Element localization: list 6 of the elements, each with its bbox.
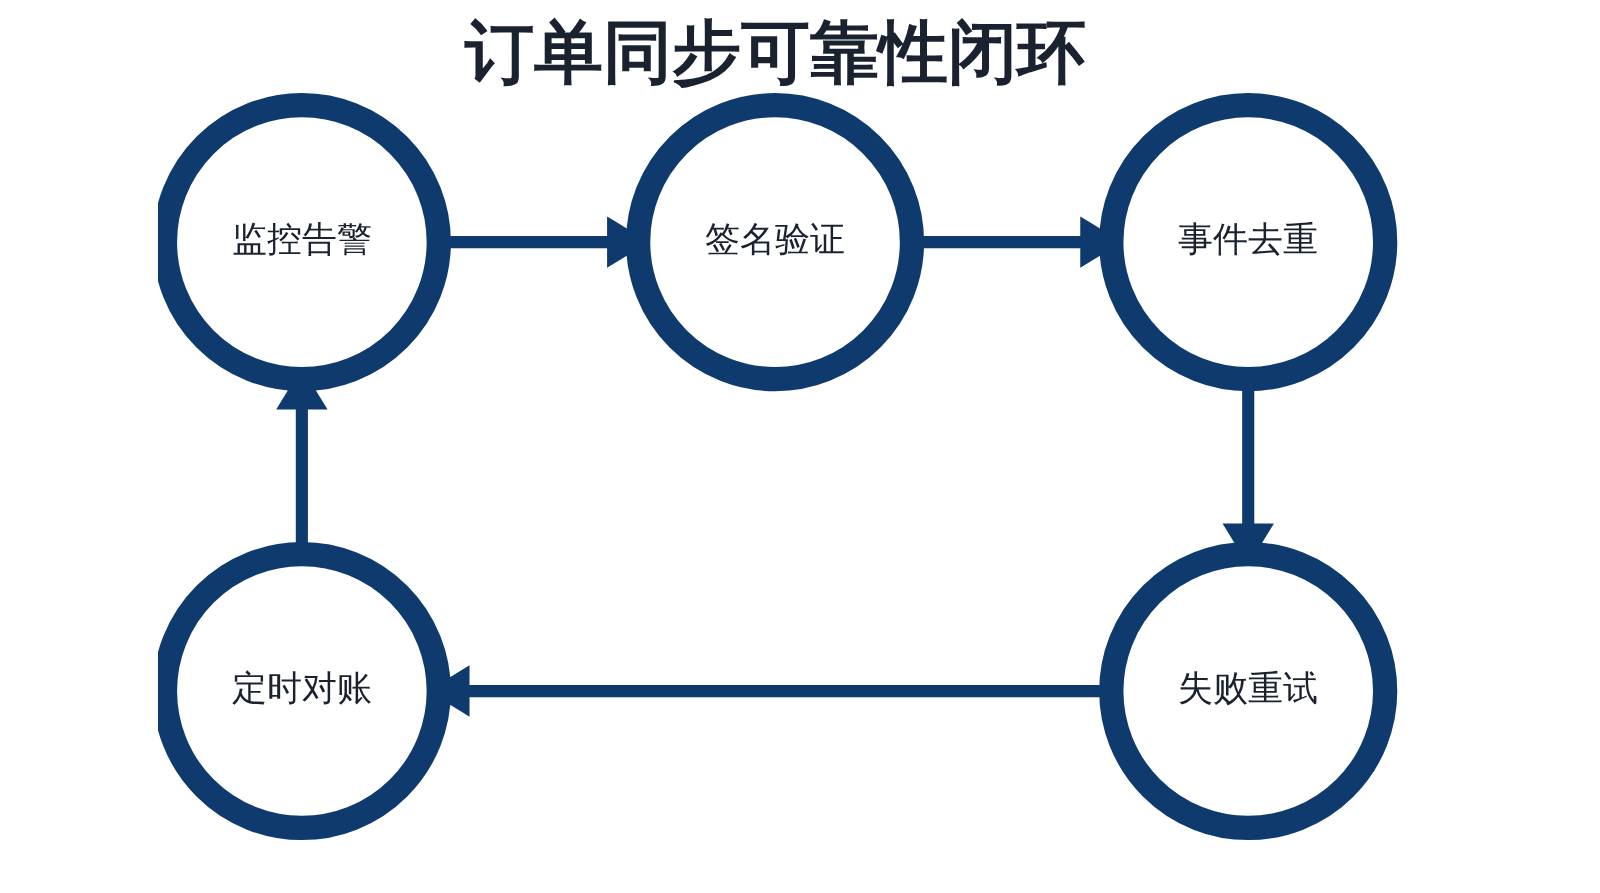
node-circle: 事件去重 bbox=[1099, 93, 1398, 392]
node-circle: 签名验证 bbox=[625, 93, 925, 392]
node-circle: 定时对账 bbox=[158, 542, 451, 841]
diagram-title: 订单同步可靠性闭环 bbox=[464, 11, 1086, 92]
node-circle: 监控告警 bbox=[158, 93, 451, 392]
node-circle: 失败重试 bbox=[1099, 542, 1398, 841]
